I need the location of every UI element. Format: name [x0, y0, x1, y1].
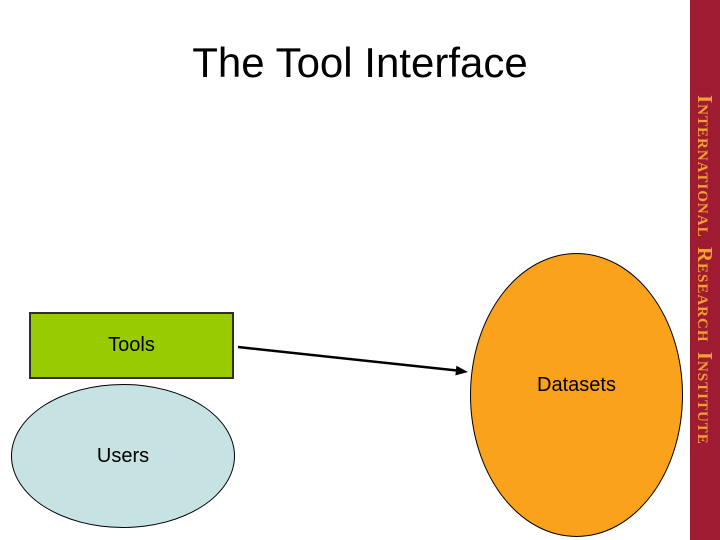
tools-box-label: Tools: [108, 334, 155, 356]
slide-title: The Tool Interface: [192, 39, 528, 86]
datasets-ellipse-shape: Datasets: [470, 253, 683, 537]
institute-sidebar-vertical-text: International Research Institute: [693, 95, 717, 445]
institute-sidebar: International Research Institute: [690, 0, 720, 540]
users-ellipse-label: Users: [96, 444, 150, 467]
datasets-ellipse-label: Datasets: [537, 373, 616, 396]
tools-box-shape: Tools: [29, 312, 234, 379]
users-ellipse-shape: Users: [11, 384, 235, 528]
